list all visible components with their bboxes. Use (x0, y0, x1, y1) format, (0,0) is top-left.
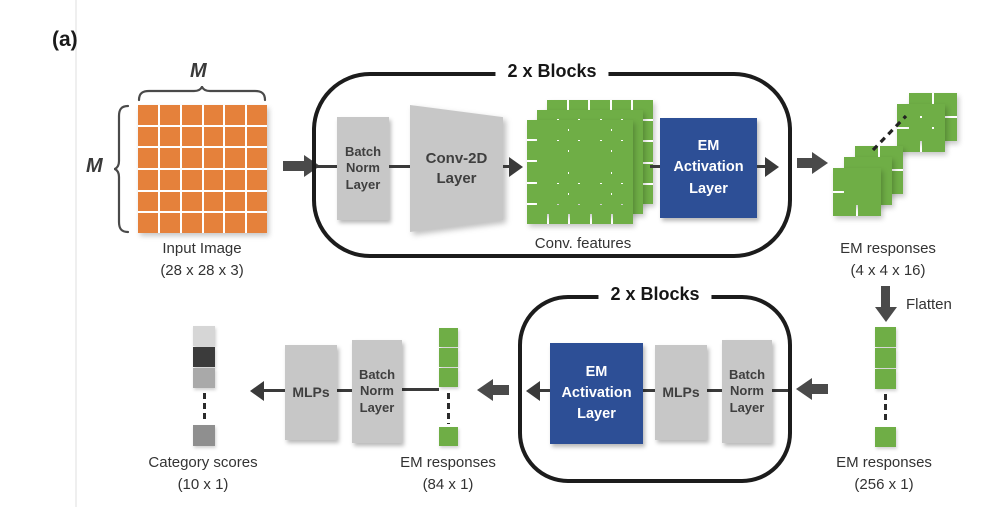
category-scores-caption-line2: (10 x 1) (177, 476, 229, 493)
top-blocks-title: 2 x Blocks (495, 61, 609, 82)
connector (772, 389, 788, 392)
vector-square (875, 348, 896, 368)
connector (643, 389, 655, 392)
vector-square (439, 427, 458, 446)
em-84-caption-line1: EM responses (400, 454, 496, 471)
bottom-blocks-container: 2 x Blocks (518, 284, 792, 483)
em-map (833, 168, 881, 216)
arrowhead (250, 381, 264, 401)
em-activation-line: EM (585, 363, 608, 380)
em-map (897, 104, 945, 152)
bottom-blocks-title: 2 x Blocks (598, 284, 712, 305)
batch-norm-line: Norm (360, 383, 394, 399)
connector (316, 165, 338, 168)
em-flat-caption-line1: EM responses (836, 454, 932, 471)
batch-norm-line: Batch (728, 367, 766, 383)
dashed-ellipsis-line (447, 393, 450, 424)
arrowhead (526, 381, 540, 401)
connector (389, 165, 410, 168)
score-square (193, 347, 215, 367)
em-maps-caption: EM responses (4 x 4 x 16) (818, 238, 958, 282)
batch-norm-line: Layer (345, 176, 381, 192)
category-scores-caption-line1: Category scores (148, 454, 258, 471)
connector (264, 389, 285, 392)
flatten-label: Flatten (906, 296, 952, 313)
em-activation-layer-box-top: EM Activation Layer (660, 118, 757, 218)
connector (337, 389, 352, 392)
batch-norm-line: Batch (344, 144, 382, 160)
top-blocks-container: 2 x Blocks (312, 61, 792, 258)
em-flat-caption: EM responses (256 x 1) (814, 452, 954, 496)
score-square (193, 368, 215, 388)
em-activation-layer-box-bottom: EM Activation Layer (550, 343, 643, 444)
arrowhead (509, 157, 523, 177)
em-maps-caption-line1: EM responses (840, 240, 936, 257)
brace-left (114, 104, 130, 234)
arrowhead (765, 157, 779, 177)
batch-norm-line: Norm (346, 160, 380, 176)
connector (650, 165, 660, 168)
connector (503, 165, 509, 168)
connector (757, 165, 765, 168)
connector (707, 389, 722, 392)
em-maps-caption-line2: (4 x 4 x 16) (850, 262, 926, 279)
input-image-caption-line1: Input Image (162, 240, 242, 257)
em-84-caption: EM responses (84 x 1) (378, 452, 518, 496)
conv2d-line: Layer (436, 169, 477, 187)
vector-square (439, 348, 458, 367)
score-square (193, 326, 215, 346)
vector-square (439, 328, 458, 347)
batch-norm-line: Norm (730, 383, 764, 399)
axis-label-m-top: M (190, 60, 207, 82)
batch-norm-layer-box-bottom: Batch Norm Layer (722, 340, 772, 443)
axis-label-m-left: M (86, 155, 103, 177)
em-activation-line: Activation (673, 159, 744, 176)
batch-norm-line: Layer (359, 399, 395, 415)
batch-norm-line: Batch (358, 367, 396, 383)
mlps-box-output: MLPs (285, 345, 337, 440)
conv2d-line: Conv-2D (425, 150, 488, 167)
batch-norm-layer-box-top: Batch Norm Layer (337, 117, 389, 220)
mlps-box-inner: MLPs (655, 345, 707, 440)
em-84-caption-line2: (84 x 1) (422, 476, 474, 493)
panel-label: (a) (52, 28, 78, 51)
em-activation-line: Layer (577, 406, 616, 422)
dashed-ellipsis-line (884, 394, 887, 424)
conv-features-caption: Conv. features (534, 235, 632, 252)
dashed-ellipsis-line (871, 114, 908, 152)
connector (540, 389, 550, 392)
column-rule (75, 0, 77, 507)
batch-norm-line: Layer (729, 399, 765, 415)
feature-map-front (527, 120, 633, 224)
batch-norm-layer-box-output: Batch Norm Layer (352, 340, 402, 443)
dashed-ellipsis-line (203, 393, 206, 423)
input-image-grid (138, 105, 267, 233)
input-image-caption-line2: (28 x 28 x 3) (160, 262, 244, 279)
em-responses-maps (828, 88, 976, 224)
em-activation-line: Layer (689, 180, 728, 197)
vector-square (875, 327, 896, 347)
vector-square (875, 427, 896, 447)
em-activation-line: Activation (561, 384, 632, 401)
score-square (193, 425, 215, 446)
vector-square (439, 368, 458, 387)
conv2d-layer-box: Conv-2D Layer (410, 105, 503, 232)
input-image-caption: Input Image (28 x 28 x 3) (132, 238, 272, 282)
brace-top (137, 86, 267, 102)
em-flat-caption-line2: (256 x 1) (854, 476, 914, 493)
conv-features-maps (527, 100, 657, 226)
em-activation-line: EM (697, 138, 720, 155)
category-scores-caption: Category scores (10 x 1) (133, 452, 273, 496)
connector (402, 388, 439, 391)
vector-square (875, 369, 896, 389)
